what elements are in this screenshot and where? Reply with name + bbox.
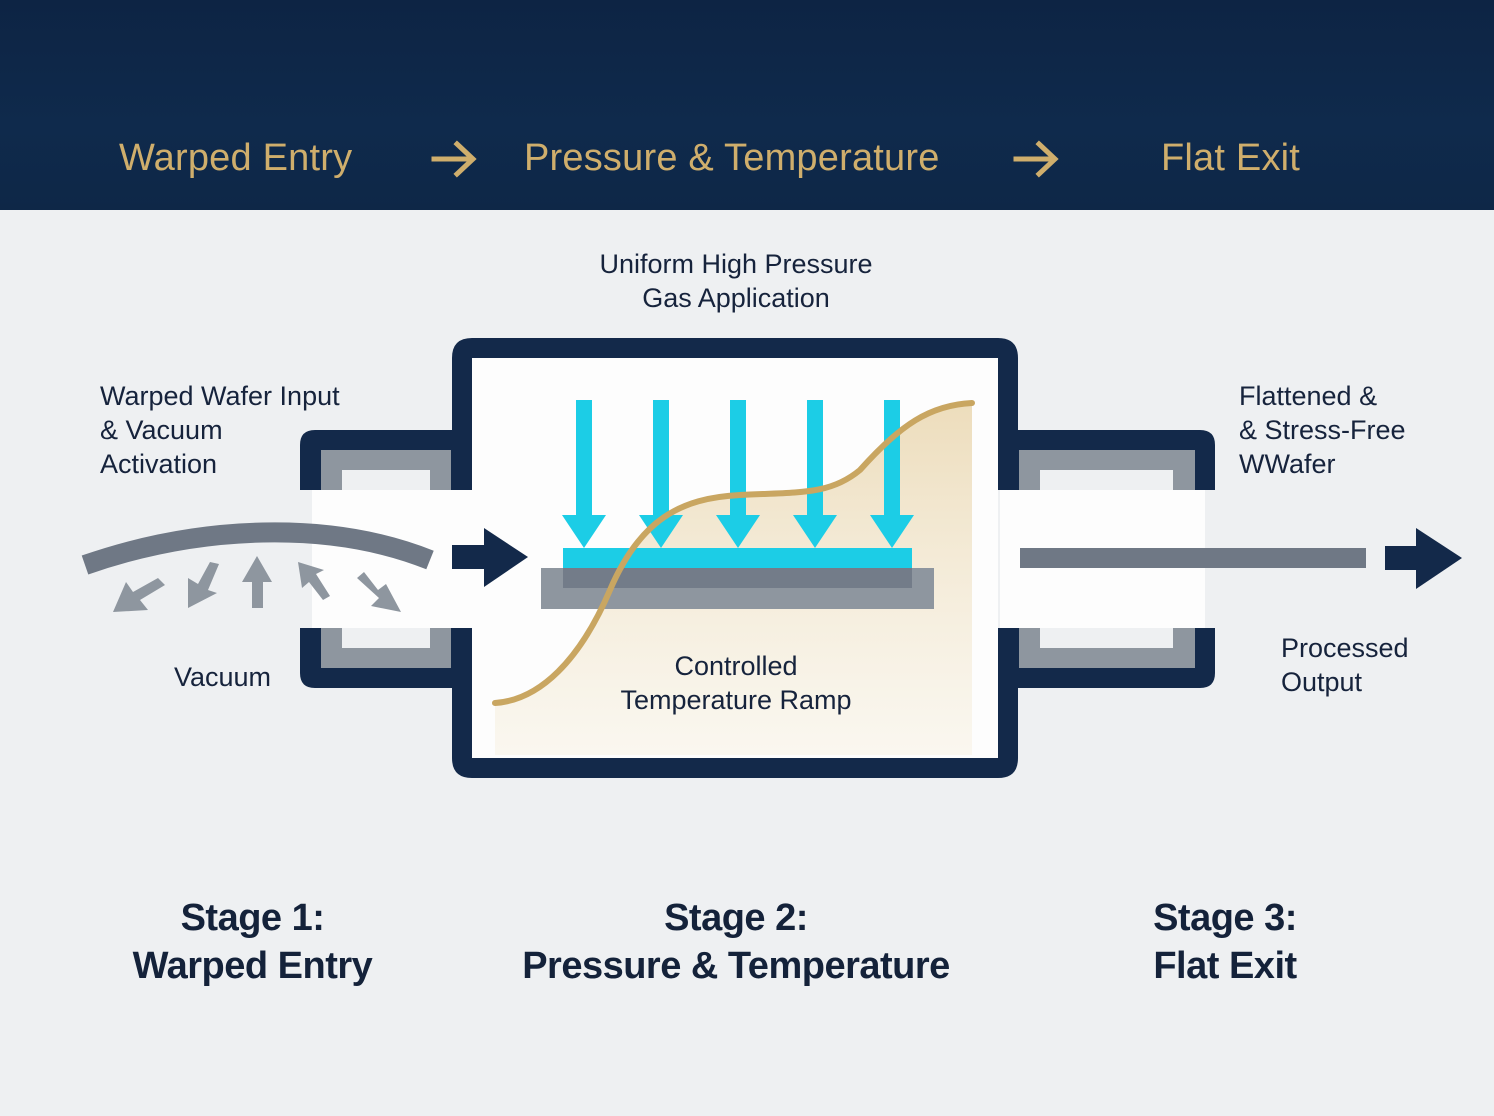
input-label: Warped Wafer Input & Vacuum Activation: [100, 379, 340, 481]
diagram-canvas: [81, 338, 1462, 778]
stage-2-caption: Stage 2: Pressure & Temperature: [490, 894, 982, 990]
pressure-arrow-icon: [562, 400, 606, 548]
flattened-label-line3: WWafer: [1239, 449, 1336, 479]
pressure-arrows: [562, 400, 914, 548]
output-label-line1: Processed: [1281, 633, 1409, 663]
input-label-line2: & Vacuum: [100, 415, 223, 445]
outlet-port-top: [998, 430, 1215, 490]
pressure-plate: [563, 548, 912, 568]
wafer-flattened: [1020, 548, 1366, 568]
header-step-pressure-temperature: Pressure & Temperature: [524, 137, 940, 179]
inlet-flow-arrow-icon: [452, 528, 528, 587]
flattened-label-line1: Flattened &: [1239, 381, 1378, 411]
vacuum-arrows: [113, 556, 401, 612]
warped-wafer: [81, 522, 434, 575]
vacuum-arrow-icon: [357, 572, 401, 612]
process-diagram: Uniform High Pressure Gas Application Wa…: [0, 210, 1494, 1116]
stage-2-title: Stage 2:: [664, 897, 808, 939]
wafer-contact-zone: [563, 568, 912, 588]
temperature-ramp-label: Controlled Temperature Ramp: [580, 649, 892, 717]
header-step-warped-entry: Warped Entry: [119, 137, 353, 179]
inlet-port-top: [300, 430, 472, 490]
output-label-line2: Output: [1281, 667, 1363, 697]
vacuum-arrow-icon: [242, 556, 272, 608]
temperature-ramp-curve: [492, 400, 975, 706]
vacuum-arrow-icon: [298, 562, 330, 600]
pressure-arrow-icon: [716, 400, 760, 548]
arrow-right-icon: [431, 140, 477, 178]
header-step-flat-exit: Flat Exit: [1161, 137, 1301, 179]
output-flow-arrow-icon: [1385, 528, 1462, 589]
gas-application-label: Uniform High Pressure Gas Application: [560, 247, 912, 315]
vacuum-arrow-icon: [188, 562, 219, 608]
stage-1-name: Warped Entry: [132, 945, 373, 987]
stage-3-name: Flat Exit: [1153, 945, 1297, 987]
stage-1-caption: Stage 1: Warped Entry: [90, 894, 415, 990]
vacuum-arrow-icon: [113, 578, 165, 612]
stage-2-name: Pressure & Temperature: [522, 945, 950, 987]
process-header: Warped Entry Pressure & Temperature Flat…: [0, 0, 1494, 210]
stage-1-title: Stage 1:: [180, 897, 325, 939]
input-label-line1: Warped Wafer Input: [100, 381, 340, 411]
inlet-port-bottom: [300, 628, 472, 688]
pressure-arrow-icon: [639, 400, 683, 548]
outlet-port-bottom: [998, 628, 1215, 688]
temperature-label-line2: Temperature Ramp: [620, 685, 852, 715]
vacuum-label: Vacuum: [174, 662, 272, 692]
gas-application-line2: Gas Application: [642, 283, 830, 313]
input-label-line3: Activation: [100, 449, 218, 479]
processed-output-label: Processed Output: [1281, 631, 1409, 699]
arrow-right-icon: [1013, 140, 1059, 178]
pressure-arrow-icon: [793, 400, 837, 548]
stage-3-caption: Stage 3: Flat Exit: [1100, 894, 1350, 990]
flattened-wafer-label: Flattened & & Stress-Free WWafer: [1239, 379, 1406, 481]
flattened-label-line2: & Stress-Free: [1239, 415, 1406, 445]
temperature-label-line1: Controlled: [674, 651, 798, 681]
stage-3-title: Stage 3:: [1153, 897, 1297, 939]
pressure-arrow-icon: [870, 400, 914, 548]
gas-application-line1: Uniform High Pressure: [599, 249, 873, 279]
